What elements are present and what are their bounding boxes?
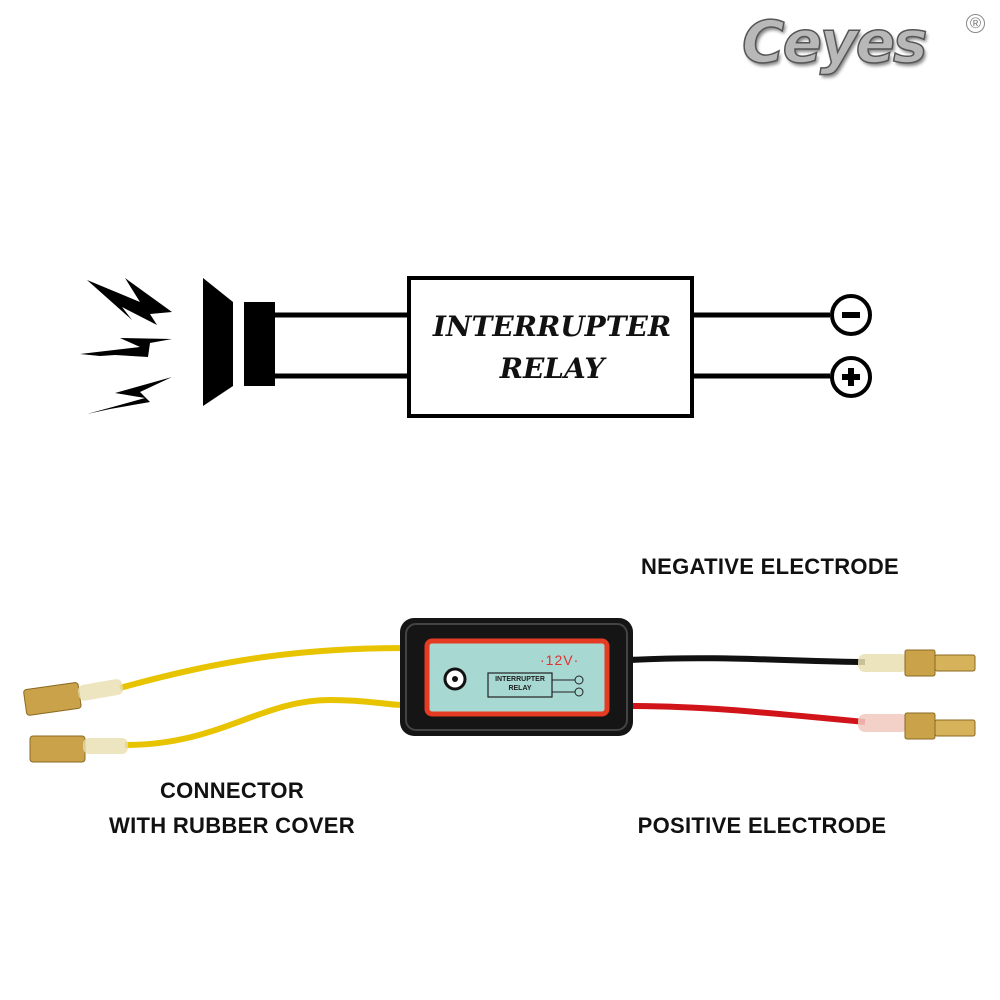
female-connector-upper [23,679,124,716]
registered-mark: ® [966,14,985,33]
red-wire [629,703,866,725]
connector-label-line2: WITH RUBBER COVER [109,813,355,838]
relay-print-line1: INTERRUPTER [495,676,545,683]
sound-wave-icon [87,377,172,414]
voltage-label: ·12V· [540,652,580,668]
yellow-wire-upper [119,645,406,691]
speaker-magnet-icon [244,302,275,386]
female-connector-lower [29,735,128,763]
relay-box [407,276,694,418]
box-line1: INTERRUPTER [432,310,672,343]
negative-electrode-label: NEGATIVE ELECTRODE [640,554,899,579]
box-line2: RELAY [499,352,605,385]
relay-box-label: INTERRUPTER RELAY [408,306,696,390]
black-wire [629,655,866,665]
sound-wave-icon [87,278,172,325]
connector-label-line1: CONNECTOR [159,778,305,803]
male-connector-positive [858,712,976,740]
speaker-cone-icon [203,278,233,406]
relay-print-line2: RELAY [508,685,532,692]
relay-print-label: INTERRUPTER RELAY [486,675,554,693]
male-connector-negative [858,649,976,677]
yellow-wire-lower [124,696,406,748]
relay-module [400,618,633,736]
positive-electrode-label: POSITIVE ELECTRODE [637,813,887,838]
sound-wave-icon [80,338,172,357]
brand-logo: Ceyes [741,7,928,77]
